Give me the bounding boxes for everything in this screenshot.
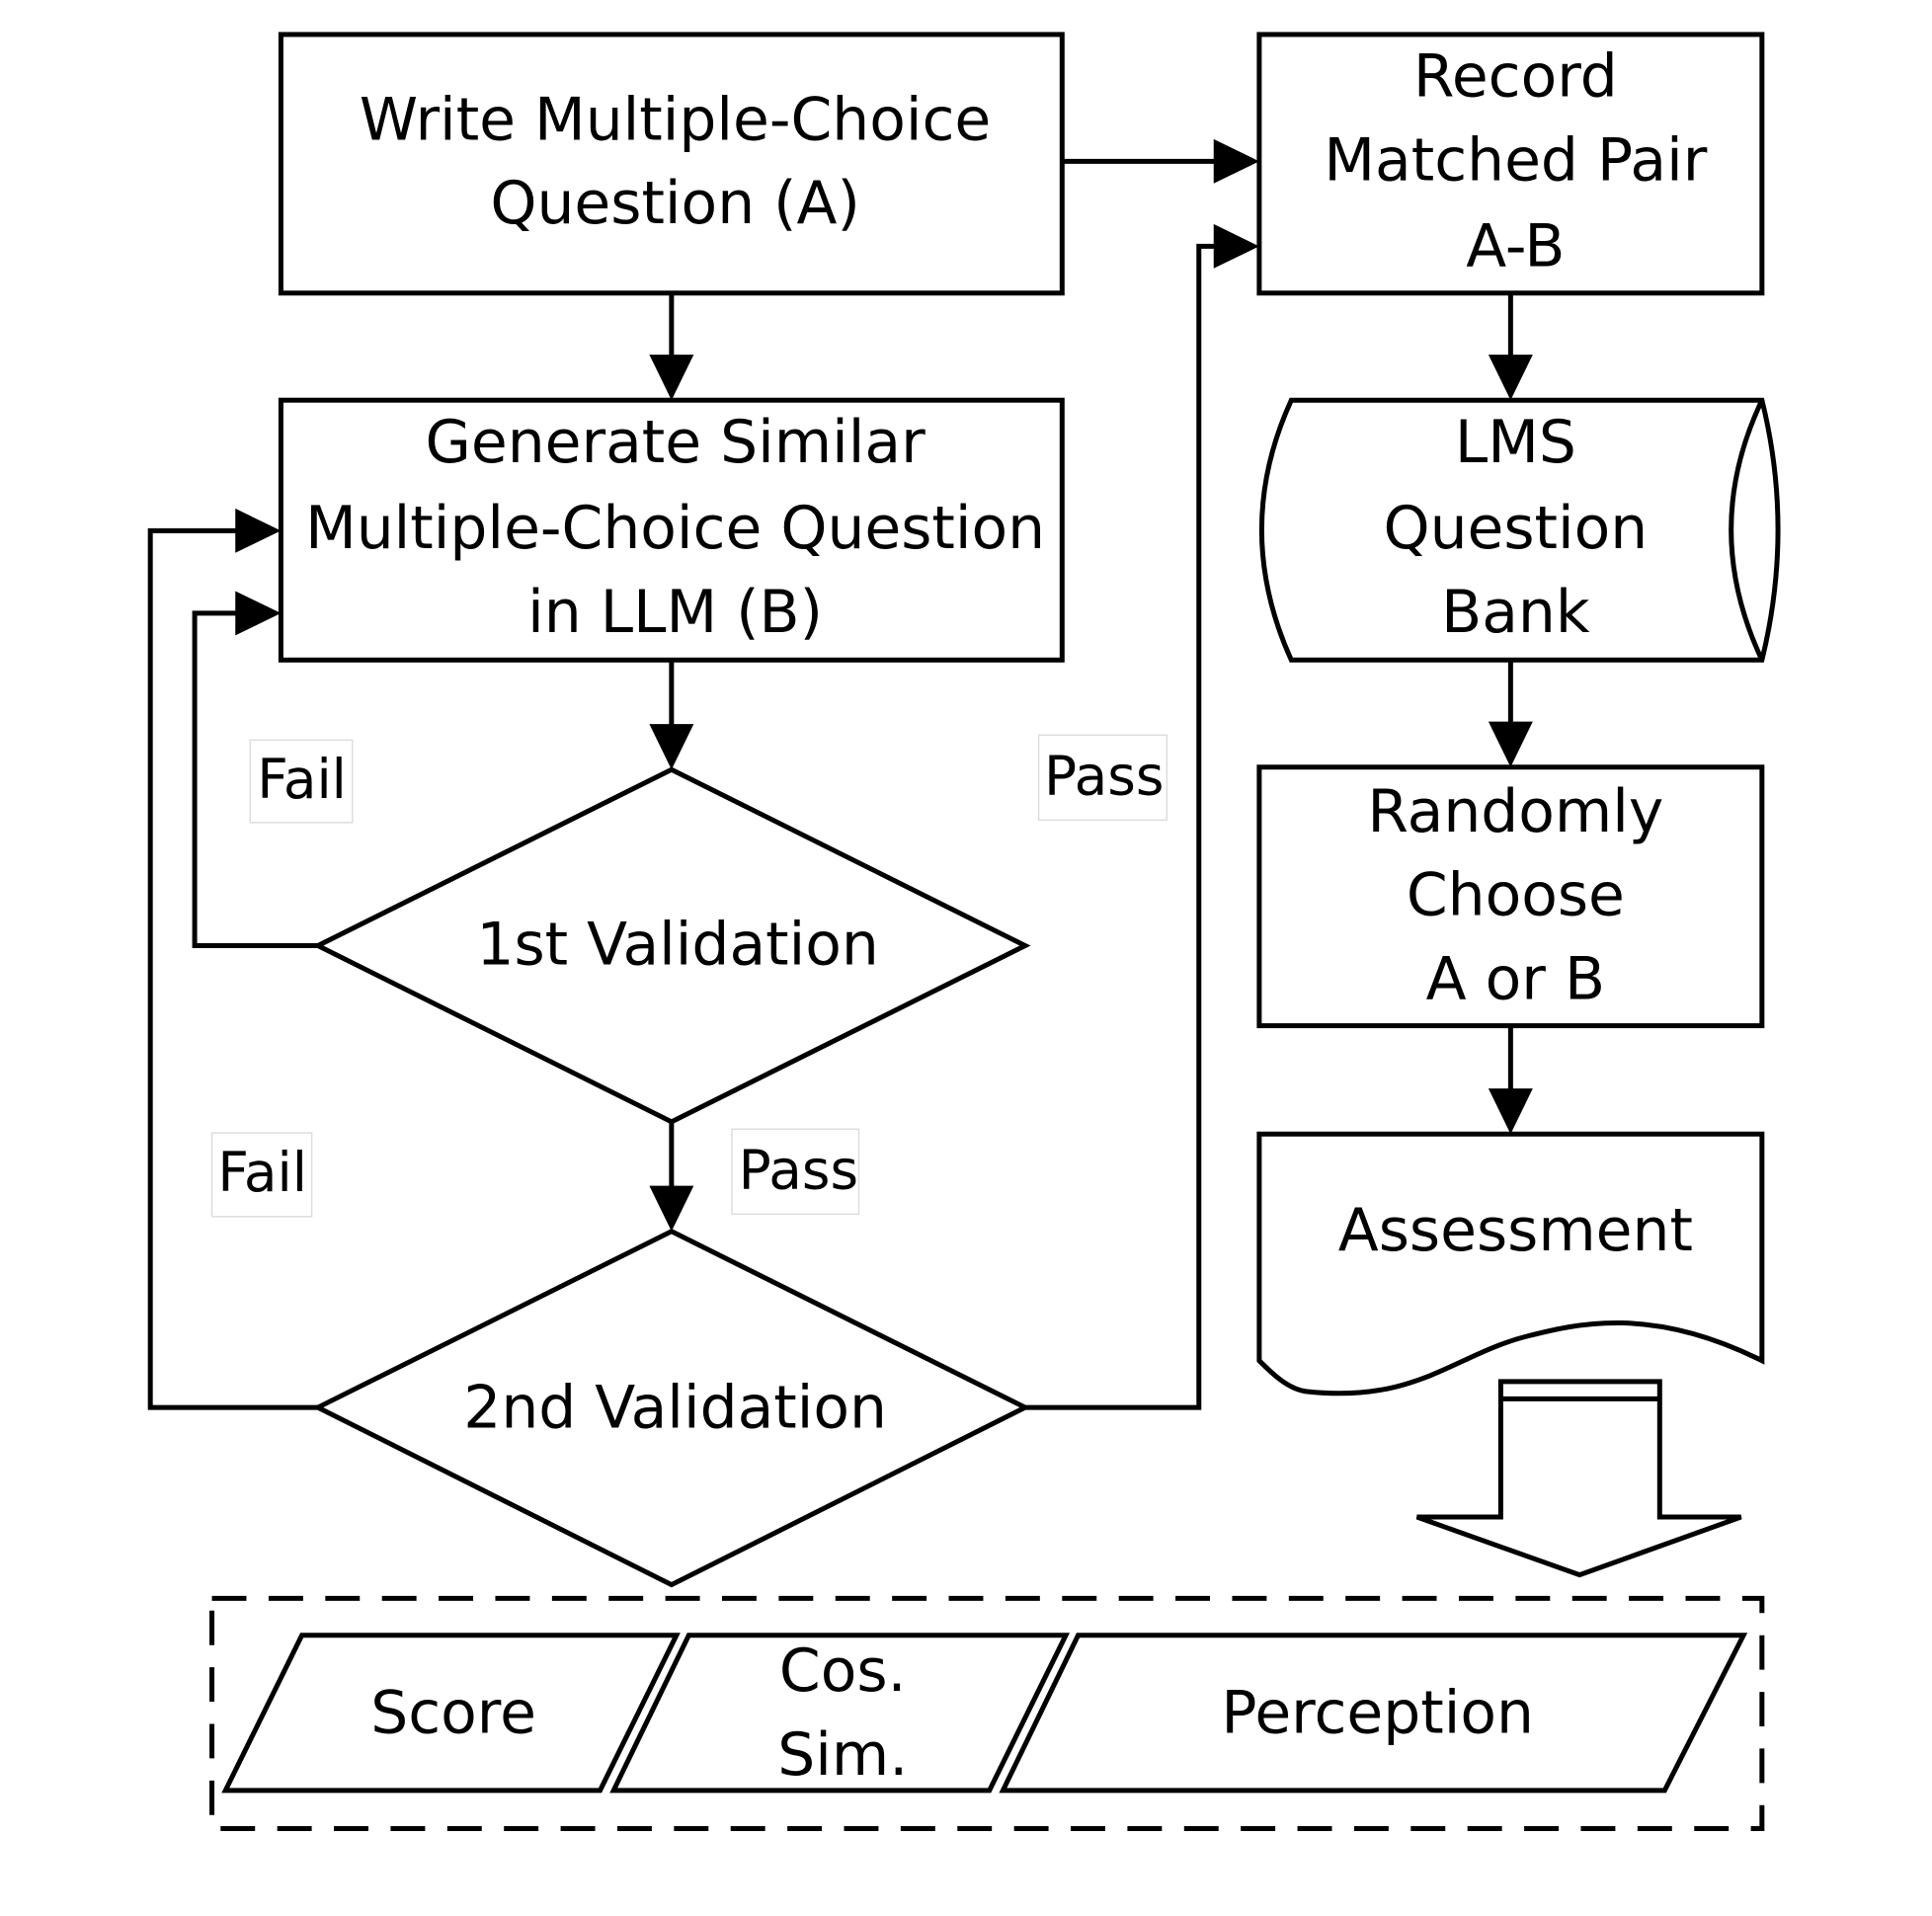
edge-label-fail-2: Fail (210, 1132, 313, 1218)
node-assessment-label: Assessment (1338, 1196, 1693, 1265)
output-cos-sim-line-1: Cos. (779, 1637, 907, 1706)
node-random-choose-line-2: Choose (1407, 861, 1625, 930)
node-validation-1: 1st Validation (312, 766, 1031, 1125)
output-cos-sim: Cos. Sim. (609, 1633, 1071, 1794)
edge-label-pass-2-text: Pass (739, 1138, 858, 1201)
node-validation-2-label: 2nd Validation (463, 1373, 887, 1442)
edge-label-pass-1-text: Pass (1044, 744, 1164, 807)
node-record-pair-line-3: A-B (1466, 212, 1565, 281)
node-record-pair: Record Matched Pair A-B (1256, 32, 1765, 296)
node-validation-1-label: 1st Validation (476, 911, 878, 980)
arrowhead-icon (649, 724, 694, 770)
node-write-question-line-2: Question (A) (490, 169, 860, 238)
arrowhead-icon (1213, 223, 1259, 269)
block-arrow-down-icon (1415, 1379, 1742, 1578)
outputs-group: Score Cos. Sim. Perception (209, 1595, 1765, 1831)
arrowhead-icon (649, 355, 694, 401)
node-generate-question-line-3: in LLM (B) (527, 578, 823, 647)
edge-label-fail-1: Fail (249, 739, 354, 824)
node-record-pair-line-2: Matched Pair (1324, 125, 1707, 195)
node-question-bank-line-1: LMS (1455, 408, 1576, 477)
node-generate-question: Generate Similar Multiple-Choice Questio… (278, 397, 1065, 663)
arrowhead-icon (235, 591, 282, 636)
output-perception: Perception (999, 1633, 1748, 1794)
edge-label-fail-1-text: Fail (257, 748, 347, 811)
node-question-bank-line-3: Bank (1441, 578, 1590, 647)
node-random-choose-line-3: A or B (1426, 945, 1605, 1014)
edge-label-pass-1: Pass (1037, 734, 1168, 822)
node-write-question: Write Multiple-Choice Question (A) (278, 32, 1065, 296)
arrowhead-icon (649, 1185, 694, 1232)
node-write-question-line-1: Write Multiple-Choice (360, 85, 991, 154)
connectors (147, 138, 1533, 1410)
node-validation-2: 2nd Validation (312, 1229, 1031, 1588)
edge-validation2-fail-to-generate (147, 527, 318, 1410)
node-generate-question-line-2: Multiple-Choice Question (305, 494, 1045, 563)
arrowhead-icon (1488, 355, 1533, 401)
edge-validation2-pass-to-record (1024, 243, 1220, 1410)
arrowhead-icon (235, 508, 282, 553)
node-random-choose-line-1: Randomly (1367, 777, 1663, 846)
node-assessment: Assessment (1256, 1131, 1765, 1397)
edge-label-fail-2-text: Fail (217, 1141, 307, 1204)
node-question-bank-line-2: Question (1383, 494, 1648, 563)
output-cos-sim-line-2: Sim. (777, 1720, 908, 1790)
arrowhead-icon (1213, 138, 1259, 184)
node-random-choose: Randomly Choose A or B (1256, 764, 1765, 1029)
node-record-pair-line-1: Record (1413, 42, 1618, 112)
arrowhead-icon (1488, 721, 1533, 767)
output-score-label: Score (370, 1679, 536, 1748)
node-question-bank: LMS Question Bank (1258, 397, 1781, 663)
node-generate-question-line-1: Generate Similar (425, 408, 926, 477)
arrowhead-icon (1488, 1088, 1533, 1135)
output-perception-label: Perception (1221, 1679, 1534, 1748)
edge-label-pass-2: Pass (731, 1128, 860, 1216)
output-score: Score (221, 1633, 681, 1794)
edge-validation1-fail-to-generate (192, 610, 318, 949)
